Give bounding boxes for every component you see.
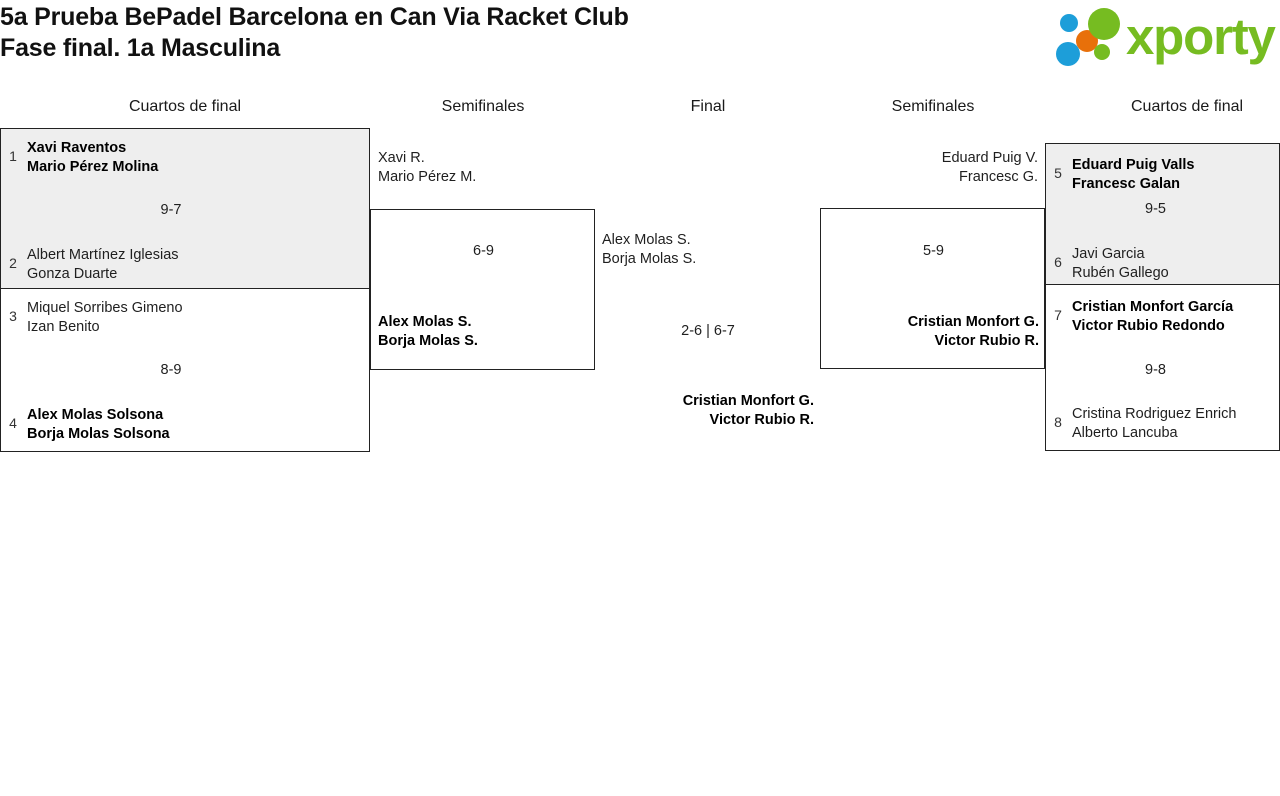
team-name-line2: Mario Pérez Molina xyxy=(27,159,159,175)
match-score: 9-7 xyxy=(160,202,182,218)
page-title: 5a Prueba BePadel Barcelona en Can Via R… xyxy=(0,2,900,64)
team-name-line2: Borja Molas Solsona xyxy=(27,426,170,442)
match-box-qf4[interactable]: 7 Cristian Monfort García Victor Rubio R… xyxy=(1045,284,1280,451)
team-name-line1: Cristina Rodriguez Enrich xyxy=(1072,406,1237,422)
logo-dot-green-small xyxy=(1094,44,1110,60)
team-name-line1: Alex Molas S. xyxy=(378,314,472,330)
match-score: 9-8 xyxy=(1145,362,1166,378)
seed-number: 2 xyxy=(9,255,17,271)
team-name-line2: Alberto Lancuba xyxy=(1072,425,1178,441)
team-name-line2: Izan Benito xyxy=(27,319,100,335)
round-header-final: Final xyxy=(690,98,726,115)
final-score: 2-6 | 6-7 xyxy=(681,323,735,339)
team-name-line1: Cristian Monfort García xyxy=(1072,299,1234,315)
seed-number: 7 xyxy=(1054,307,1062,323)
match-box-qf1[interactable]: 1 Xavi Raventos Mario Pérez Molina 9-7 2… xyxy=(0,128,370,289)
seed-number: 6 xyxy=(1054,254,1062,270)
sf-left-top-line2: Mario Pérez M. xyxy=(378,169,477,185)
final-bottom-line2: Victor Rubio R. xyxy=(709,412,814,428)
page-header: 5a Prueba BePadel Barcelona en Can Via R… xyxy=(0,0,1280,86)
seed-number: 4 xyxy=(9,415,17,431)
team-name-line1: Miquel Sorribes Gimeno xyxy=(27,300,183,316)
match-box-sf-left[interactable]: 6-9 Alex Molas S. Borja Molas S. xyxy=(370,209,595,370)
team-name-line2: Francesc Galan xyxy=(1072,176,1180,192)
match-score: 5-9 xyxy=(923,243,944,259)
team-name-line2: Victor Rubio R. xyxy=(934,333,1039,349)
team-name-line1: Cristian Monfort G. xyxy=(907,314,1039,330)
match-box-sf-right[interactable]: 5-9 Cristian Monfort G. Victor Rubio R. xyxy=(820,208,1045,369)
logo-dots-icon xyxy=(1056,6,1132,68)
logo-dot-blue-bottom xyxy=(1056,42,1080,66)
logo-dot-blue-top xyxy=(1060,14,1078,32)
title-line-1: 5a Prueba BePadel Barcelona en Can Via R… xyxy=(0,3,629,31)
logo-wordmark: xporty xyxy=(1126,8,1276,65)
xporty-logo[interactable]: xporty xyxy=(1048,4,1280,70)
match-box-qf2[interactable]: 3 Miquel Sorribes Gimeno Izan Benito 8-9… xyxy=(0,288,370,452)
sf-left-top-line1: Xavi R. xyxy=(378,150,425,166)
title-line-2: Fase final. 1a Masculina xyxy=(0,34,281,62)
seed-number: 5 xyxy=(1054,165,1062,181)
seed-number: 3 xyxy=(9,308,17,324)
match-box-qf3[interactable]: 5 Eduard Puig Valls Francesc Galan 9-5 6… xyxy=(1045,143,1280,285)
seed-number: 1 xyxy=(9,148,17,164)
final-top-line1: Alex Molas S. xyxy=(602,232,691,248)
logo-dot-green-large xyxy=(1088,8,1120,40)
team-name-line2: Rubén Gallego xyxy=(1072,265,1169,281)
team-name-line2: Borja Molas S. xyxy=(378,333,478,349)
match-score: 9-5 xyxy=(1145,201,1166,217)
team-name-line1: Xavi Raventos xyxy=(27,140,127,156)
team-name-line2: Gonza Duarte xyxy=(27,266,118,282)
team-name-line1: Alex Molas Solsona xyxy=(27,407,164,423)
final-top-line2: Borja Molas S. xyxy=(602,251,697,267)
final-bottom-line1: Cristian Monfort G. xyxy=(682,393,814,409)
round-header-quarters-left: Cuartos de final xyxy=(128,98,242,115)
team-name-line1: Albert Martínez Iglesias xyxy=(27,247,179,263)
team-name-line2: Victor Rubio Redondo xyxy=(1072,318,1225,334)
round-header-semis-right: Semifinales xyxy=(891,98,975,115)
round-header-semis-left: Semifinales xyxy=(441,98,525,115)
round-header-quarters-right: Cuartos de final xyxy=(1131,98,1244,115)
match-score: 6-9 xyxy=(473,243,494,259)
team-name-line1: Javi Garcia xyxy=(1072,246,1145,262)
seed-number: 8 xyxy=(1054,414,1062,430)
sf-right-top-line2: Francesc G. xyxy=(959,169,1038,185)
team-name-line1: Eduard Puig Valls xyxy=(1072,157,1195,173)
sf-right-top-line1: Eduard Puig V. xyxy=(941,150,1038,166)
match-score: 8-9 xyxy=(160,362,182,378)
